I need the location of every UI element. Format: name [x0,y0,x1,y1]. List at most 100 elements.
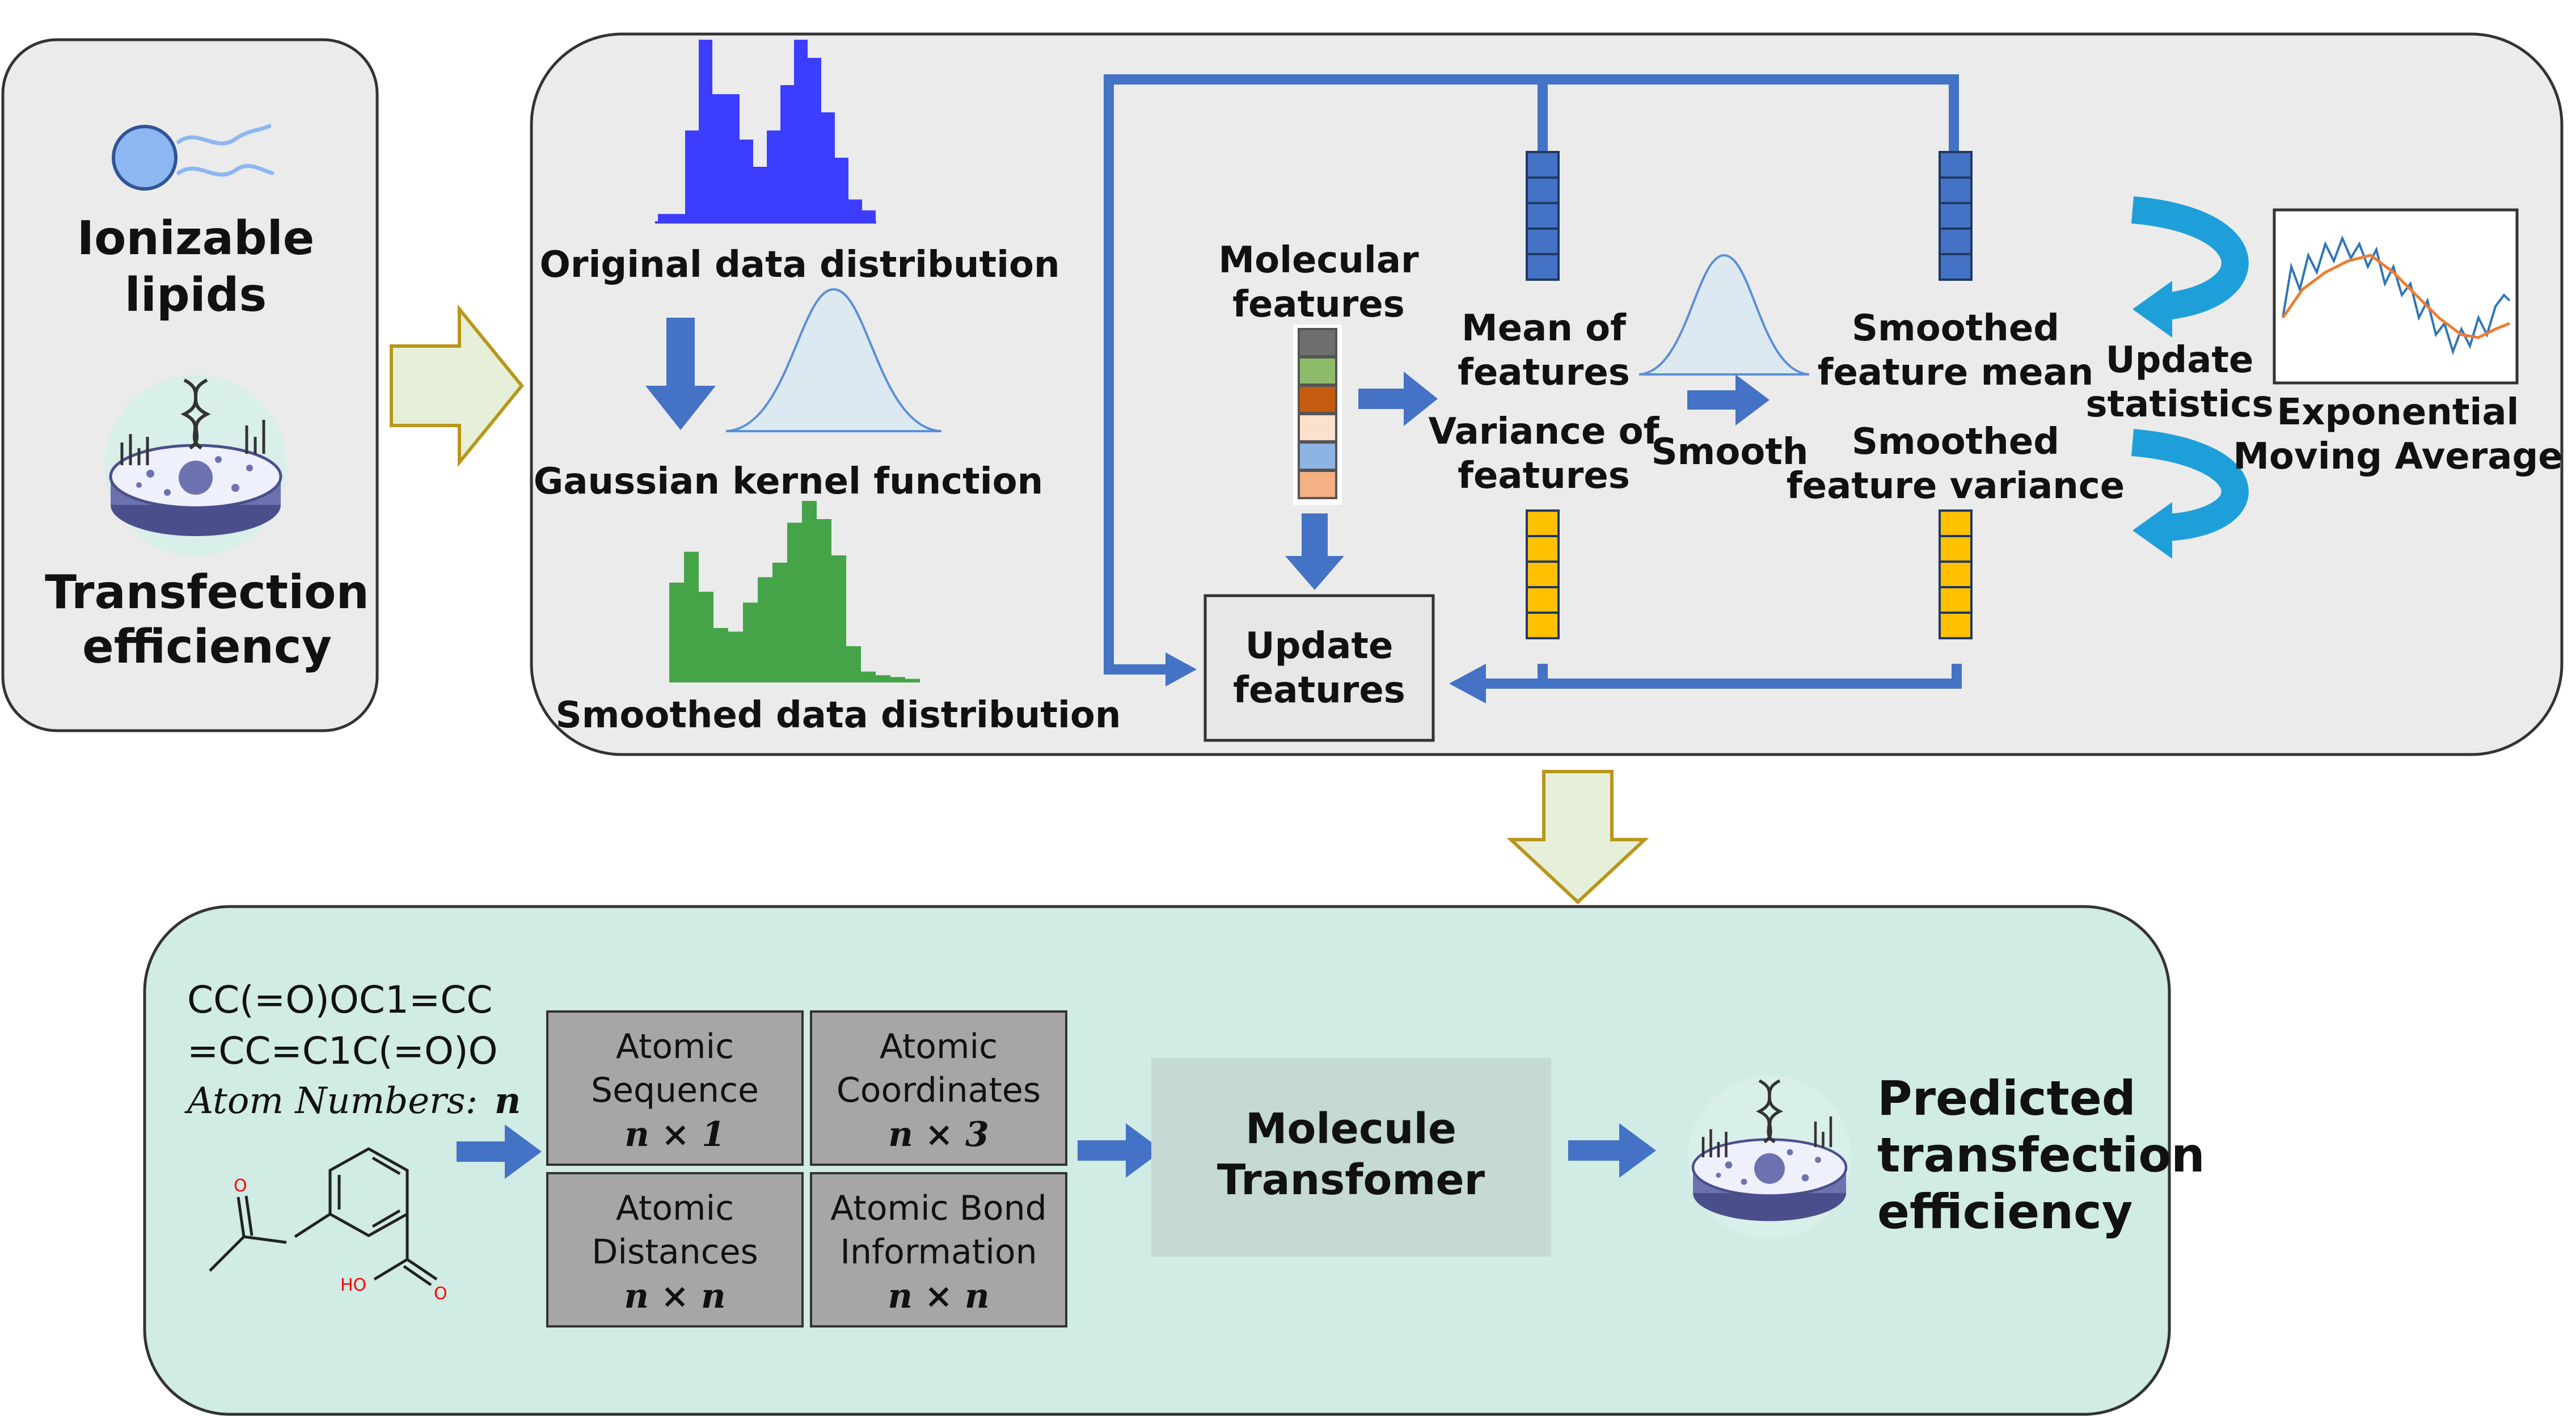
original-histogram-bar [740,140,753,221]
update-swoosh-top [2131,196,2249,338]
smoothed-histogram-bar [713,628,728,682]
smoothed-histogram-bar [758,577,772,682]
variance-vector-cell [1526,560,1560,588]
atomic-bond-box [810,1172,1067,1328]
original-histogram-bar [658,214,672,221]
original-histogram [658,40,876,221]
smooth-label: Smooth [1652,431,1809,473]
mean-vector-cell [1526,151,1560,179]
update-features-label-1: Update [1245,625,1393,667]
variance-vector-cell [1526,586,1560,614]
output-label-2: transfection [1877,1127,2205,1183]
variance-vector-cell [1526,509,1560,537]
original-histogram-bar [794,40,808,221]
smoothed-variance-cell [1939,509,1973,537]
smoothed-histogram-bar [890,677,905,682]
variance-features-label-1: Variance of [1429,411,1660,453]
hollow-arrow-right [390,304,524,467]
smoothed-mean-cell [1939,176,1973,204]
input-transfection-label-1: Transfection [45,566,369,620]
smoothed-variance-cell [1939,612,1973,639]
original-histogram-bar [848,199,862,221]
variance-feature-vector [1526,509,1560,639]
ema-label-2: Moving Average [2233,436,2562,478]
atomic-coordinates-label-1: Atomic [880,1027,998,1067]
atomic-coordinates-box [810,1010,1067,1166]
feature-vector-cell [1298,441,1337,471]
mean-vector-cell [1526,176,1560,204]
output-cell-dish-icon [1688,1076,1851,1239]
smoothed-histogram-bar [699,592,713,682]
input-lipids-label-1: Ionizable [77,212,315,266]
atomic-coordinates-label-2: Coordinates [837,1071,1041,1110]
original-histogram-bar [780,85,794,221]
smoothed-variance-cell [1939,586,1973,614]
ema-label-1: Exponential [2277,391,2519,433]
smoothed-histogram-bar [905,678,920,682]
molecular-features-label-2: features [1232,284,1405,326]
smoothed-histogram-bar [787,522,802,682]
original-distribution-label: Original data distribution [539,244,1059,286]
output-label-1: Predicted [1877,1071,2136,1126]
atomic-sequence-label-2: Sequence [591,1071,759,1110]
atomic-sequence-dim: n × 1 [624,1115,725,1154]
gaussian-curve [725,288,942,432]
mean-feature-vector [1526,151,1560,281]
ema-raw-series [2282,235,2511,356]
molecule-atom-oh: HO [340,1275,366,1295]
atomic-distances-box [546,1172,804,1328]
smoothed-histogram [669,501,920,682]
atomic-sequence-label-1: Atomic [616,1027,734,1067]
model-label-1: Molecule [1245,1105,1456,1153]
smoothing-panel [530,32,2564,756]
smoothed-mean-label-1: Smoothed [1852,307,2059,349]
output-label-3: efficiency [1877,1184,2133,1240]
smoothed-mean-cell [1939,227,1973,255]
ema-plot-frame [2273,208,2519,385]
smoothed-mean-vector [1939,151,1973,281]
atomic-distances-label-2: Distances [592,1232,758,1272]
smoothed-histogram-bar [846,646,861,682]
atomic-coordinates-dim: n × 3 [888,1115,989,1154]
update-statistics-label-2: statistics [2085,384,2273,425]
feature-vector-cell [1298,356,1337,386]
mean-vector-cell [1526,227,1560,255]
atomic-distances-label-1: Atomic [616,1189,734,1228]
cell-dish-icon [105,374,286,556]
feature-vector-cell [1298,385,1337,414]
original-histogram-bar [699,40,712,221]
original-histogram-bar [672,214,685,221]
update-statistics-label-1: Update [2106,339,2254,381]
hollow-arrow-down [1506,770,1649,905]
lipid-icon [112,124,275,191]
variance-features-label-2: features [1458,455,1630,497]
smoothed-histogram-bar [772,562,787,682]
smoothed-mean-cell [1939,202,1973,230]
update-features-box [1203,594,1435,742]
smoothed-histogram-bar [876,675,890,682]
original-histogram-bar [685,130,699,221]
gaussian-kernel-label: Gaussian kernel function [534,461,1043,503]
molecule-structure [209,1147,438,1287]
input-lipids-label-2: lipids [125,268,267,322]
smooth-arrow [1687,374,1770,425]
atom-numbers-label: Atom Numbers: [184,1080,478,1122]
features-right-arrow [1358,372,1438,426]
smoothed-mean-cell [1939,253,1973,281]
input-transfection-label-2: efficiency [82,620,332,674]
smoothed-variance-label-1: Smoothed [1852,421,2059,463]
smoothed-histogram-bar [669,583,684,682]
smooth-gaussian-curve [1638,254,1810,376]
inputs-to-model-arrow [1078,1123,1163,1178]
original-histogram-bar [726,94,740,221]
original-histogram-bar [808,58,821,221]
original-histogram-bar [821,112,835,221]
smoothed-histogram-bar [817,519,831,682]
flow-arrowhead-left [1165,652,1197,686]
original-histogram-bar [862,210,876,221]
atom-numbers-text: Atom Numbers: n [184,1080,521,1122]
smoothed-variance-label-2: feature variance [1787,465,2125,507]
feature-vector-cell [1298,328,1337,357]
smiles-line-1: CC(=O)OC1=CC [187,978,492,1022]
model-label-2: Transfomer [1217,1156,1485,1204]
